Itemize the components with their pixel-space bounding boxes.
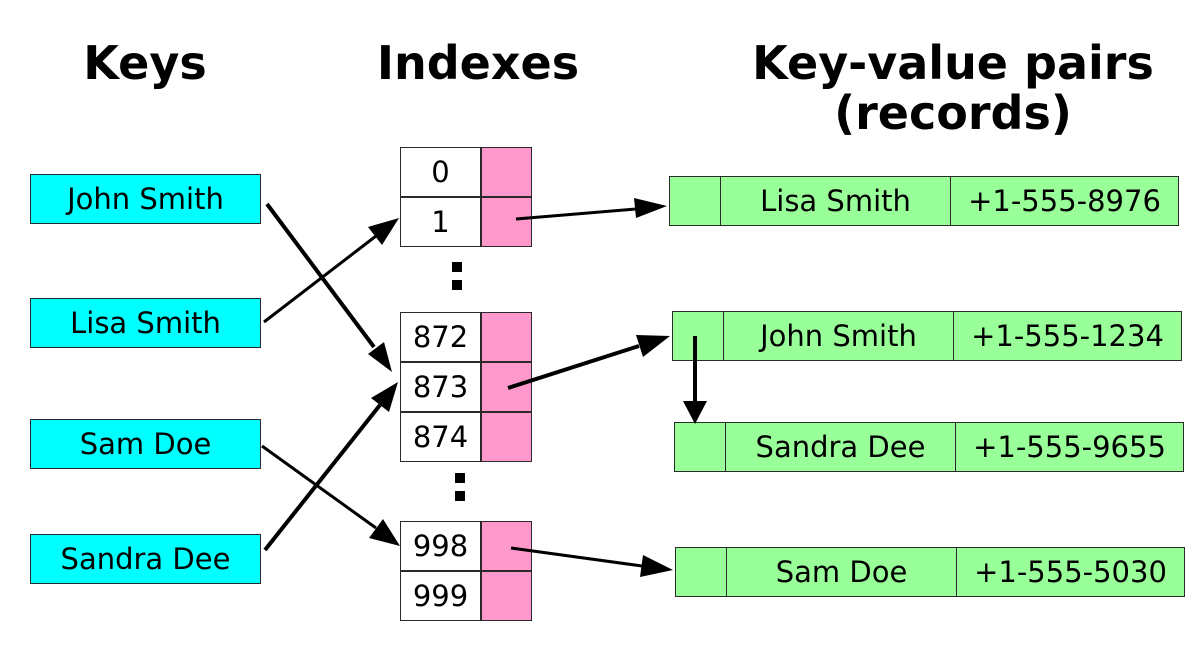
index-pointer-998 <box>481 521 532 571</box>
key-sandra-dee: Sandra Dee <box>30 534 261 584</box>
key-lisa-smith: Lisa Smith <box>30 298 261 348</box>
index-pointer-0 <box>481 147 532 197</box>
index-cell-998: 998 <box>400 521 481 571</box>
index-pointer-873 <box>481 362 532 412</box>
index-pointer-872 <box>481 312 532 362</box>
keys-header: Keys <box>83 36 207 90</box>
index-cell-999: 999 <box>400 571 481 621</box>
record-pointer-john-smith <box>672 311 724 361</box>
record-name-sam-doe: Sam Doe <box>726 547 957 597</box>
index-pointer-1 <box>481 197 532 247</box>
arrowhead-john-smith-to-873 <box>368 342 392 372</box>
arrowhead-lisa-smith-to-1 <box>368 218 399 245</box>
record-phone-lisa-smith: +1-555-8976 <box>950 176 1179 226</box>
key-sam-doe: Sam Doe <box>30 419 261 469</box>
arrow-873-to-john-smith <box>507 344 640 390</box>
record-name-lisa-smith: Lisa Smith <box>720 176 951 226</box>
index-cell-874: 874 <box>400 412 481 462</box>
arrow-sandra-dee-to-873 <box>263 403 382 552</box>
pairs-header-subtitle: (records) <box>834 86 1072 140</box>
key-john-smith: John Smith <box>30 174 261 224</box>
arrowhead-998-to-sam-doe <box>640 555 673 577</box>
index-cell-1: 1 <box>400 197 481 247</box>
index-cell-0: 0 <box>400 147 481 197</box>
ellipsis-dots-lower <box>455 473 465 503</box>
arrow-lisa-smith-to-1 <box>263 234 377 324</box>
record-pointer-lisa-smith <box>669 176 721 226</box>
pairs-header: Key-value pairs <box>752 36 1154 90</box>
arrow-1-to-lisa-smith <box>515 207 637 221</box>
index-cell-873: 873 <box>400 362 481 412</box>
index-cell-872: 872 <box>400 312 481 362</box>
indexes-header: Indexes <box>376 36 580 90</box>
record-phone-sam-doe: +1-555-5030 <box>956 547 1185 597</box>
arrowhead-873-to-john-smith <box>636 335 670 357</box>
record-phone-sandra-dee: +1-555-9655 <box>955 422 1184 472</box>
record-name-sandra-dee: Sandra Dee <box>725 422 956 472</box>
ellipsis-dots-upper <box>452 262 462 292</box>
arrow-sam-doe-to-998 <box>261 444 377 530</box>
index-pointer-999 <box>481 571 532 621</box>
record-phone-john-smith: +1-555-1234 <box>953 311 1182 361</box>
arrowhead-sandra-dee-to-873 <box>371 382 398 412</box>
arrowhead-john-smith-to-sandra-dee <box>683 401 707 424</box>
arrow-john-smith-to-873 <box>265 202 376 349</box>
arrow-998-to-sam-doe <box>510 546 643 568</box>
index-pointer-874 <box>481 412 532 462</box>
arrowhead-1-to-lisa-smith <box>634 198 667 218</box>
arrowhead-sam-doe-to-998 <box>369 519 400 546</box>
